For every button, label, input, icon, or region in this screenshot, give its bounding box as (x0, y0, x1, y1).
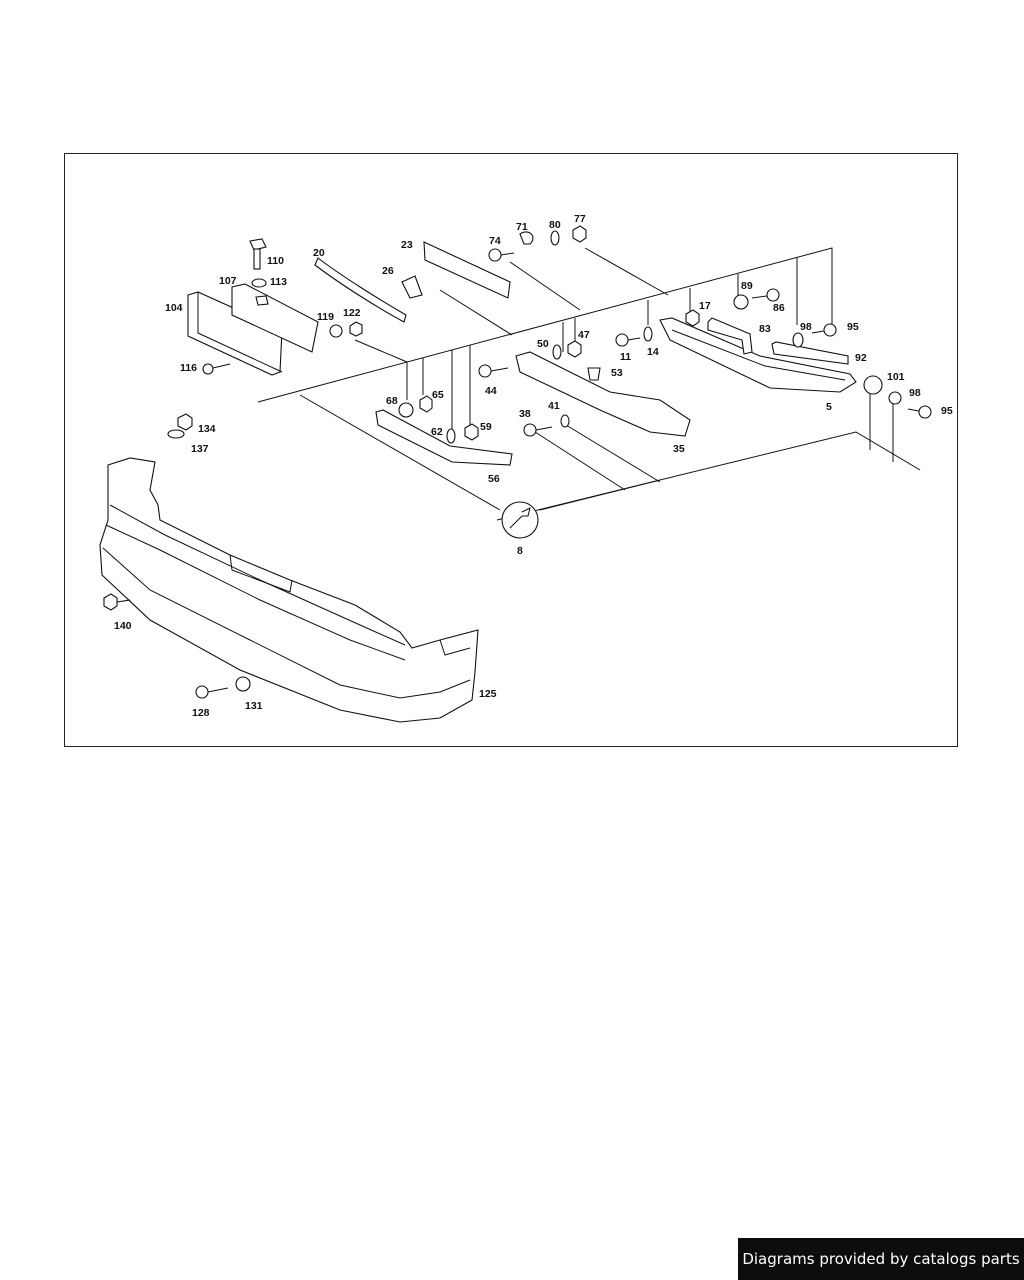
part-label: 56 (488, 473, 500, 485)
part-label: 110 (267, 255, 284, 267)
part-label: 77 (574, 213, 586, 225)
strip-23 (423, 241, 511, 299)
part-label: 107 (219, 275, 237, 287)
part-label: 119 (317, 311, 334, 323)
leader-lines (257, 247, 921, 521)
strip-20 (314, 257, 407, 323)
part-label: 23 (401, 239, 413, 251)
part-label: 71 (516, 221, 528, 233)
wrench-icon (501, 501, 539, 539)
part-label: 80 (549, 219, 561, 231)
part-number-labels: 110 20 23 26 74 71 80 77 107 113 104 119… (114, 213, 953, 719)
part-label: 95 (941, 405, 953, 417)
bumper-cover (99, 457, 479, 723)
part-label: 95 (847, 321, 859, 333)
part-label: 122 (343, 307, 361, 319)
part-label: 44 (485, 385, 497, 397)
part-label: 131 (245, 700, 263, 712)
fasteners (103, 225, 932, 699)
clip-26 (401, 275, 423, 299)
part-label: 104 (165, 302, 183, 314)
part-label: 137 (191, 443, 209, 455)
part-label: 89 (741, 280, 753, 292)
part-label: 59 (480, 421, 492, 433)
diagram-frame (64, 153, 958, 747)
license-plate-bracket (187, 283, 319, 376)
part-label: 41 (548, 400, 560, 412)
part-label: 53 (611, 367, 623, 379)
part-label: 17 (699, 300, 711, 312)
part-label: 65 (432, 389, 444, 401)
part-label: 116 (180, 362, 197, 374)
part-label: 98 (800, 321, 812, 333)
part-label: 14 (647, 346, 659, 358)
part-label: 113 (270, 276, 287, 288)
part-label: 50 (537, 338, 549, 350)
part-label: 11 (620, 351, 631, 363)
part-label: 38 (519, 408, 531, 420)
part-label: 8 (517, 545, 523, 557)
part-label: 62 (431, 426, 443, 438)
part-label: 92 (855, 352, 867, 364)
part-label: 68 (386, 395, 398, 407)
bracket-83 (707, 317, 753, 355)
part-label: 20 (313, 247, 325, 259)
watermark-banner: Diagrams provided by catalogs parts (738, 1238, 1024, 1280)
watermark-text: Diagrams provided by catalogs parts (742, 1250, 1020, 1268)
part-label: 83 (759, 323, 771, 335)
bracket-92 (771, 341, 849, 365)
trim-56 (375, 409, 513, 466)
part-label: 5 (826, 401, 832, 413)
part-label: 134 (198, 423, 216, 435)
part-label: 140 (114, 620, 132, 632)
part-label: 98 (909, 387, 921, 399)
part-label: 86 (773, 302, 785, 314)
part-label: 101 (887, 371, 905, 383)
part-label: 26 (382, 265, 394, 277)
part-label: 125 (479, 688, 497, 700)
part-label: 74 (489, 235, 501, 247)
part-label: 47 (578, 329, 590, 341)
trim-35 (515, 351, 691, 437)
part-label: 128 (192, 707, 210, 719)
part-label: 35 (673, 443, 685, 455)
